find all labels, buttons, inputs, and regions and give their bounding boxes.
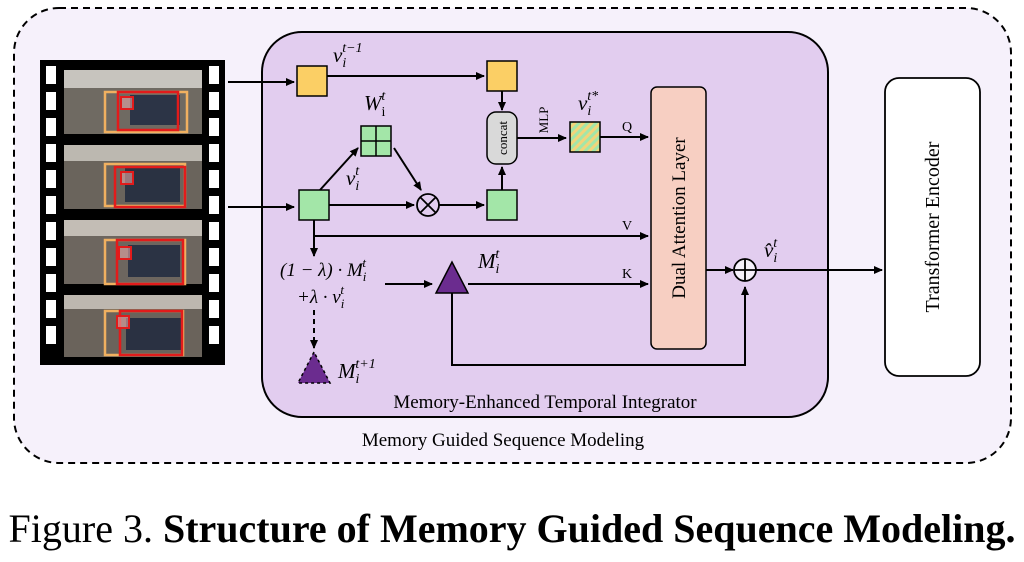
concat-label: concat <box>495 121 510 155</box>
dual-attention-label: Dual Attention Layer <box>669 137 690 299</box>
cur-token-square <box>298 189 330 221</box>
figure-caption: Figure 3. Structure of Memory Guided Seq… <box>0 505 1024 552</box>
video-frame <box>64 145 202 209</box>
elementwise-multiply-operator <box>416 193 440 217</box>
memory-update-line1: (1 − λ) · Mit <box>280 255 367 284</box>
v-label: V <box>622 219 632 234</box>
video-film-strip <box>40 60 225 365</box>
transformer-encoder-label: Transformer Encoder <box>922 141 944 312</box>
prev-token-copy-square <box>486 60 518 92</box>
q-label: Q <box>622 120 632 135</box>
arrow-memory-residual-to-oplus <box>451 286 749 366</box>
refined-token-label: vit* <box>578 89 598 119</box>
k-label: K <box>622 267 632 282</box>
memory-update-line2: +λ · vit <box>297 282 345 311</box>
refined-token-square <box>569 121 601 153</box>
weight-matrix-label: Wit <box>364 89 386 120</box>
outer-container-label: Memory Guided Sequence Modeling <box>362 430 645 451</box>
inner-integrator-label: Memory-Enhanced Temporal Integrator <box>393 392 697 413</box>
arrow-cur-to-weight <box>319 147 359 191</box>
caption-title: Structure of Memory Guided Sequence Mode… <box>162 506 1016 551</box>
arrow-weight-to-otimes <box>393 147 422 191</box>
weight-matrix-grid <box>360 125 392 157</box>
video-frame <box>64 295 202 357</box>
next-memory-label: Mit+1 <box>337 357 376 387</box>
output-token-label: v̂it <box>764 236 778 266</box>
next-memory-triangle <box>296 350 332 384</box>
caption-prefix: Figure 3. <box>8 506 153 551</box>
weighted-token-square <box>486 189 518 221</box>
prev-token-square <box>296 65 328 97</box>
residual-add-operator <box>733 258 757 282</box>
video-frame <box>64 70 202 134</box>
video-frame <box>64 220 202 286</box>
dual-attention-layer <box>650 86 707 350</box>
cur-token-label: vit <box>346 164 360 194</box>
transformer-encoder-box <box>884 77 981 377</box>
memory-label: Mit <box>477 247 500 277</box>
diagram-canvas: Memory Guided Sequence Modeling Memory-E… <box>13 7 1012 464</box>
mlp-label: MLP <box>536 107 551 134</box>
prev-token-label: vit−1 <box>333 41 363 71</box>
